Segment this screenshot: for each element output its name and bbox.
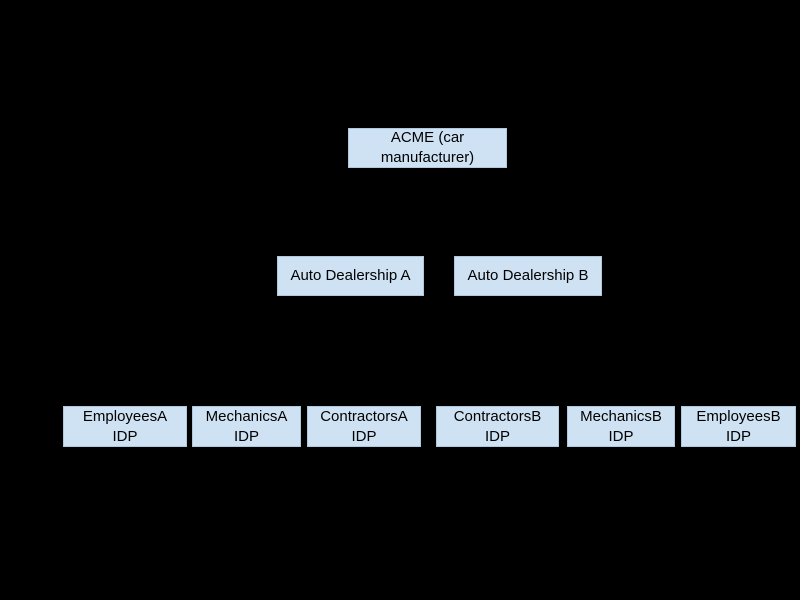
diagram-node-employees-b-idp: EmployeesB IDP <box>681 406 796 447</box>
node-label-line: ContractorsA <box>320 407 408 425</box>
diagram-node-acme: ACME (car manufacturer) <box>348 128 507 168</box>
diagram-node-contractors-b-idp: ContractorsB IDP <box>436 406 559 447</box>
node-label-line: IDP <box>233 427 259 445</box>
node-label-line: ContractorsB <box>453 407 542 425</box>
node-label-line: manufacturer) <box>380 149 475 166</box>
diagram-node-mechanics-a-idp: MechanicsA IDP <box>192 406 301 447</box>
node-label-line: MechanicsA <box>205 407 288 425</box>
node-label-line: ACME (car <box>390 129 465 146</box>
node-label-line: IDP <box>112 427 138 445</box>
diagram-node-auto-dealership-a: Auto Dealership A <box>277 256 424 296</box>
node-label-line: Auto Dealership B <box>467 267 589 284</box>
node-label-line: MechanicsB <box>580 407 662 425</box>
node-label-line: EmployeesA <box>82 407 168 425</box>
diagram-node-auto-dealership-b: Auto Dealership B <box>454 256 602 296</box>
node-label-line: Auto Dealership A <box>290 267 411 284</box>
node-label-line: IDP <box>351 427 377 445</box>
diagram-node-employees-a-idp: EmployeesA IDP <box>63 406 187 447</box>
node-label-line: IDP <box>484 427 510 445</box>
diagram-node-mechanics-b-idp: MechanicsB IDP <box>567 406 675 447</box>
diagram-node-contractors-a-idp: ContractorsA IDP <box>307 406 421 447</box>
node-label-line: IDP <box>725 427 751 445</box>
node-label-line: EmployeesB <box>696 407 781 425</box>
node-label-line: IDP <box>608 427 634 445</box>
